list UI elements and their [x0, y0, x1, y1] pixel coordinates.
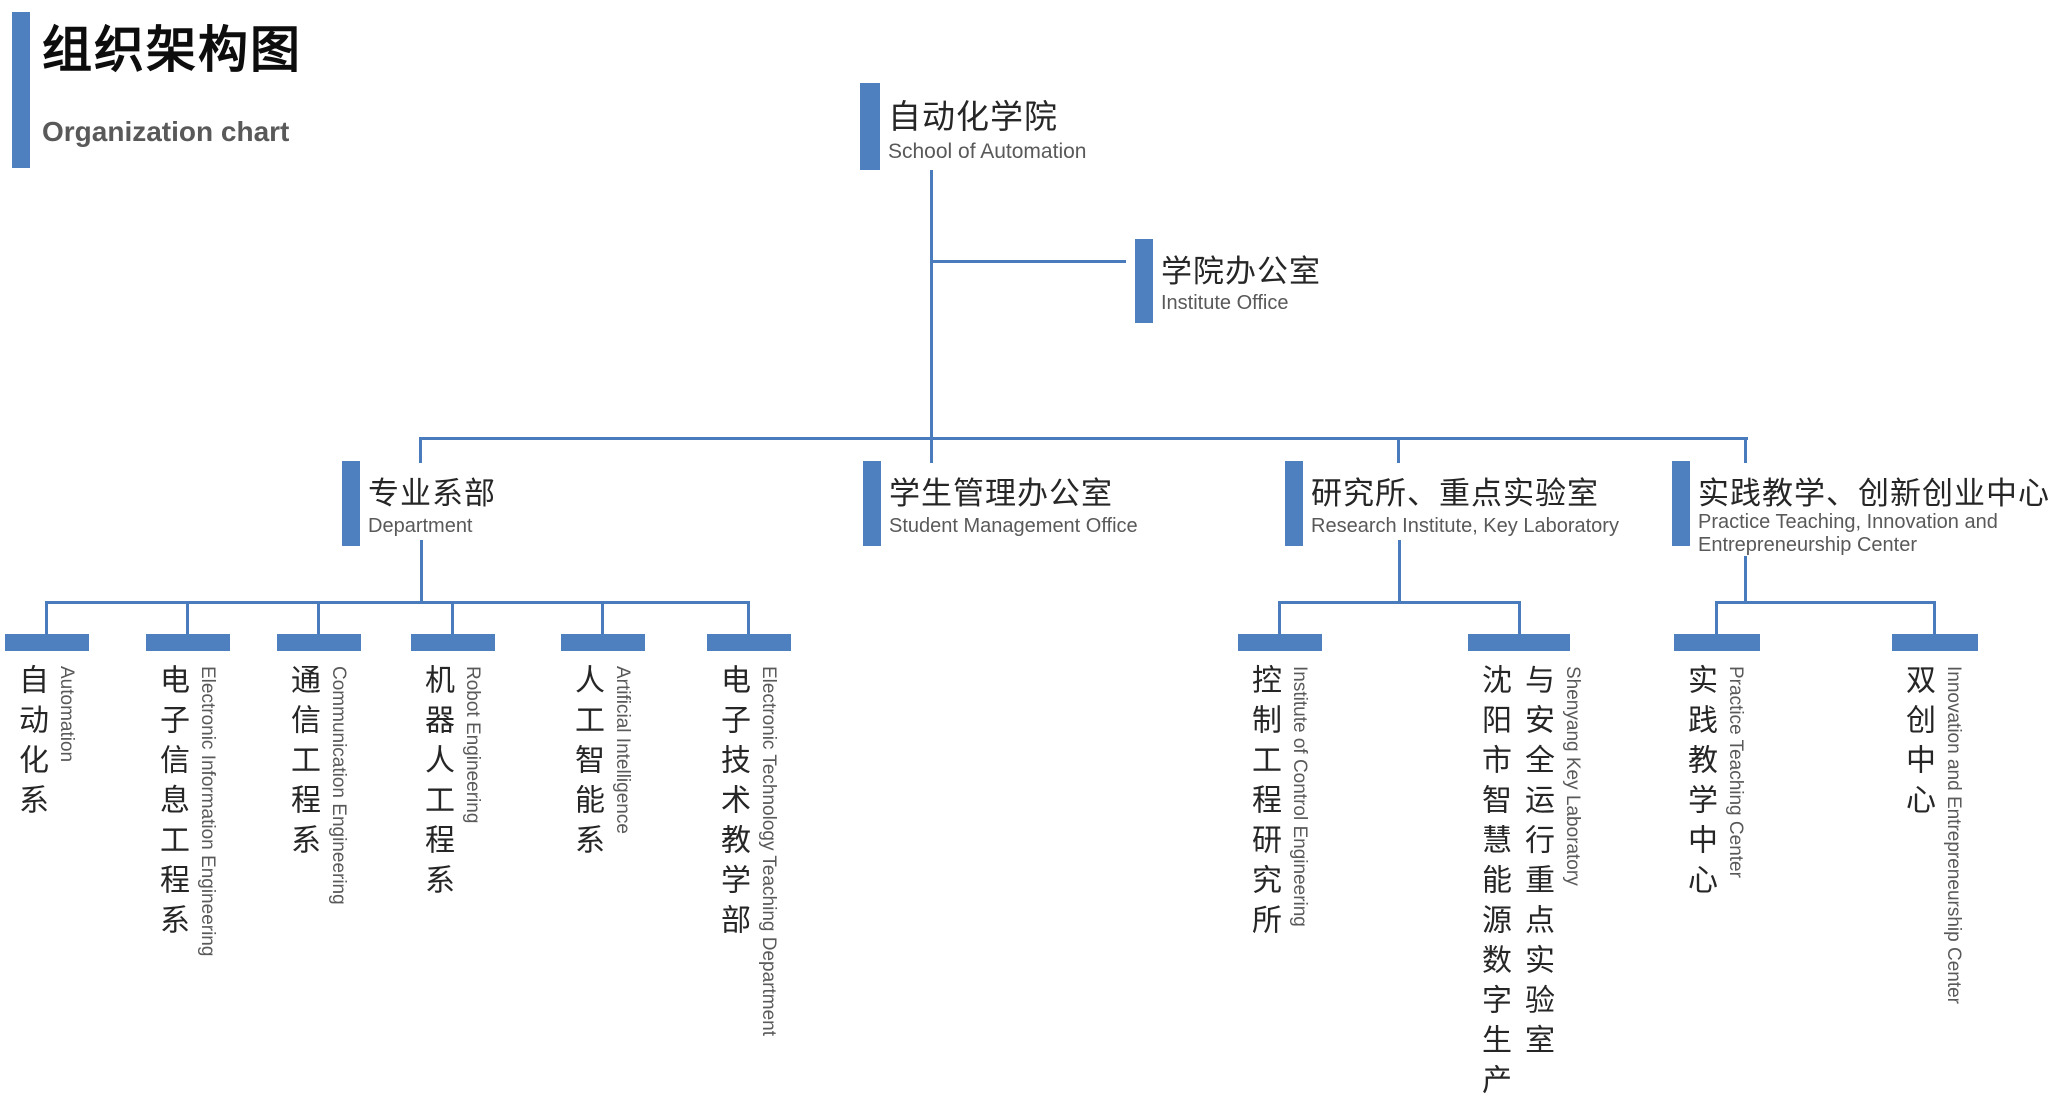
connector-research-children	[1278, 601, 1521, 604]
leaf-bar	[277, 634, 361, 651]
node-practice-subtitle: Practice Teaching, Innovation and Entrep…	[1698, 511, 1998, 556]
leaf-robot-engineering: 机器人工程系 Robot Engineering	[411, 634, 495, 904]
node-root-subtitle: School of Automation	[888, 140, 1087, 163]
leaf-bar	[561, 634, 645, 651]
connector-practice-children	[1715, 601, 1936, 604]
page-subtitle: Organization chart	[42, 116, 290, 147]
connector-department-down	[420, 540, 423, 603]
connector-stub	[45, 601, 48, 637]
node-department-subtitle: Department	[368, 515, 473, 537]
node-department-bar	[342, 461, 360, 546]
leaf-bar	[707, 634, 791, 651]
title-accent-bar	[12, 12, 30, 168]
leaf-title-zh: 实践教学中心	[1683, 664, 1716, 904]
leaf-innovation-center: 双创中心 Innovation and Entrepreneurship Cen…	[1892, 634, 1978, 1004]
leaf-title-en: Shenyang Key Laboratory	[1562, 666, 1583, 886]
leaf-title-zh: 电子信息工程系	[155, 664, 188, 944]
leaf-title-en: Electronic Technology Teaching Departmen…	[758, 666, 779, 1037]
leaf-title-en: Electronic Information Engineering	[197, 666, 218, 957]
leaf-title-zh: 双创中心	[1901, 664, 1934, 824]
leaf-title-zh: 机器人工程系	[420, 664, 453, 904]
page-title: 组织架构图	[42, 22, 302, 78]
node-student-office-subtitle: Student Management Office	[889, 515, 1138, 537]
connector-level2-horizontal	[419, 437, 1748, 440]
leaf-title-en: Communication Engineering	[328, 666, 349, 905]
connector-stub	[186, 601, 189, 637]
leaf-title-en: Artificial Intelligence	[612, 666, 633, 834]
connector-root-vertical	[930, 170, 933, 463]
node-office-bar	[1135, 239, 1153, 323]
leaf-title-zh: 自动化系	[14, 664, 47, 824]
leaf-bar	[411, 634, 495, 651]
leaf-artificial-intelligence: 人工智能系 Artificial Intelligence	[561, 634, 645, 864]
leaf-bar	[146, 634, 230, 651]
leaf-title-en: Practice Teaching Center	[1725, 666, 1746, 878]
connector-branch-practice	[1744, 437, 1747, 463]
leaf-bar	[1674, 634, 1760, 651]
connector-stub	[451, 601, 454, 637]
leaf-title-en: Institute of Control Engineering	[1289, 666, 1310, 927]
leaf-title-zh: 电子技术教学部	[716, 664, 749, 944]
connector-department-children	[45, 601, 750, 604]
node-office-title: 学院办公室	[1161, 254, 1321, 289]
node-student-office-bar	[863, 461, 881, 546]
leaf-bar	[1468, 634, 1570, 651]
leaf-control-engineering-institute: 控制工程研究所 Institute of Control Engineering	[1238, 634, 1322, 944]
node-student-office-title: 学生管理办公室	[889, 476, 1113, 511]
connector-office-branch	[931, 260, 1126, 263]
connector-stub	[601, 601, 604, 637]
leaf-title-zh: 控制工程研究所	[1247, 664, 1280, 944]
connector-stub	[1715, 601, 1718, 637]
leaf-shenyang-key-laboratory: 沈阳市智慧能源数字生产 与安全运行重点实验室 Shenyang Key Labo…	[1468, 634, 1583, 1104]
node-practice-title: 实践教学、创新创业中心	[1698, 476, 2048, 511]
node-department-title: 专业系部	[368, 476, 496, 511]
leaf-communication-engineering: 通信工程系 Communication Engineering	[277, 634, 361, 905]
node-root-bar	[860, 83, 880, 170]
leaf-title-zh-col2: 与安全运行重点实验室	[1520, 664, 1553, 1064]
node-office-subtitle: Institute Office	[1161, 292, 1289, 314]
connector-stub	[1518, 601, 1521, 637]
connector-stub	[1933, 601, 1936, 637]
leaf-electronic-technology-teaching: 电子技术教学部 Electronic Technology Teaching D…	[707, 634, 791, 1036]
connector-practice-down	[1744, 556, 1747, 603]
leaf-bar	[1892, 634, 1978, 651]
leaf-bar	[5, 634, 89, 651]
connector-stub	[317, 601, 320, 637]
leaf-automation: 自动化系 Automation	[5, 634, 89, 824]
leaf-title-zh: 人工智能系	[570, 664, 603, 864]
node-research-subtitle: Research Institute, Key Laboratory	[1311, 515, 1619, 537]
leaf-title-en: Automation	[56, 666, 77, 763]
leaf-title-zh-col1: 沈阳市智慧能源数字生产	[1477, 664, 1510, 1104]
leaf-electronic-information-engineering: 电子信息工程系 Electronic Information Engineeri…	[146, 634, 230, 956]
connector-branch-department	[419, 437, 422, 463]
leaf-practice-teaching-center: 实践教学中心 Practice Teaching Center	[1674, 634, 1760, 904]
leaf-title-en: Innovation and Entrepreneurship Center	[1943, 666, 1964, 1005]
leaf-title-zh: 通信工程系	[286, 664, 319, 864]
node-practice-bar	[1672, 461, 1690, 546]
connector-research-down	[1398, 540, 1401, 603]
connector-stub	[747, 601, 750, 637]
leaf-bar	[1238, 634, 1322, 651]
leaf-title-en: Robot Engineering	[462, 666, 483, 824]
connector-branch-research	[1397, 437, 1400, 463]
node-research-bar	[1285, 461, 1303, 546]
node-research-title: 研究所、重点实验室	[1311, 476, 1599, 511]
connector-stub	[1278, 601, 1281, 637]
node-root-title: 自动化学院	[888, 98, 1058, 135]
